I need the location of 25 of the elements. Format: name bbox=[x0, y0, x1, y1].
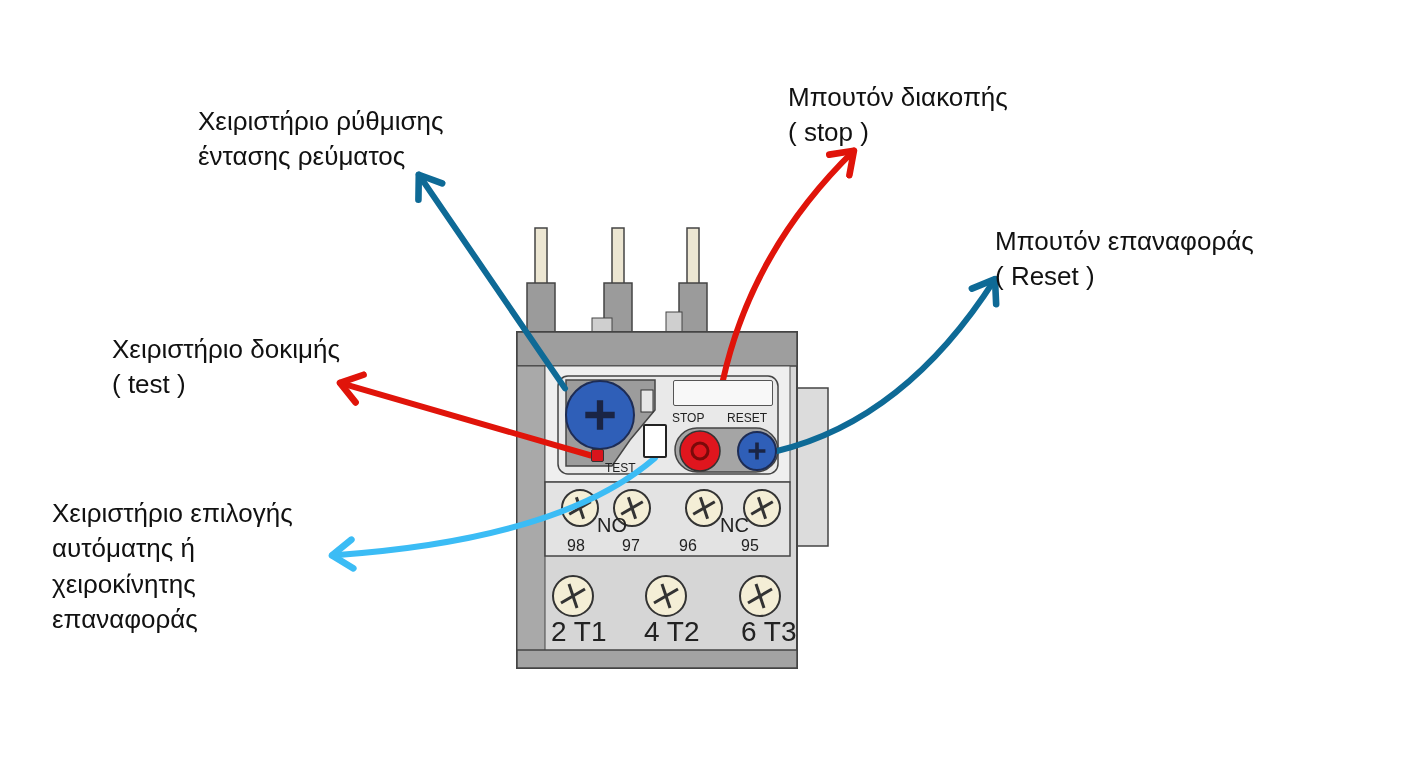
callout-text: Χειριστήριο δοκιμής ( test ) bbox=[112, 332, 340, 403]
terminal-label: STOP bbox=[672, 412, 705, 424]
arrow bbox=[336, 371, 594, 459]
callout-text: Χειριστήριο ρύθμισης έντασης ρεύματος bbox=[198, 104, 518, 175]
terminal-label: NC bbox=[720, 515, 749, 535]
terminal-label: 95 bbox=[741, 538, 759, 554]
terminal-label: 4 T2 bbox=[644, 618, 700, 646]
terminal-label: NO bbox=[597, 515, 627, 535]
arrow bbox=[328, 455, 658, 572]
terminal-label: TEST bbox=[605, 462, 636, 474]
arrow bbox=[415, 171, 568, 392]
arrow bbox=[720, 147, 858, 383]
terminal-label: 98 bbox=[567, 538, 585, 554]
terminal-label: 6 T3 bbox=[741, 618, 797, 646]
selector-switch bbox=[643, 424, 667, 458]
label-plate bbox=[673, 380, 773, 406]
terminal-label: 96 bbox=[679, 538, 697, 554]
terminal-label: 97 bbox=[622, 538, 640, 554]
callout-text: Μπουτόν επαναφοράς ( Reset ) bbox=[995, 224, 1254, 295]
terminal-label: RESET bbox=[727, 412, 767, 424]
arrow bbox=[774, 275, 999, 454]
callout-text: Χειριστήριο επιλογής αυτόματης ή χειροκίνητης επαναφοράς bbox=[52, 496, 332, 638]
terminal-label: 2 T1 bbox=[551, 618, 607, 646]
test-button bbox=[591, 449, 604, 462]
callout-text: Μπουτόν διακοπής ( stop ) bbox=[788, 80, 1008, 151]
